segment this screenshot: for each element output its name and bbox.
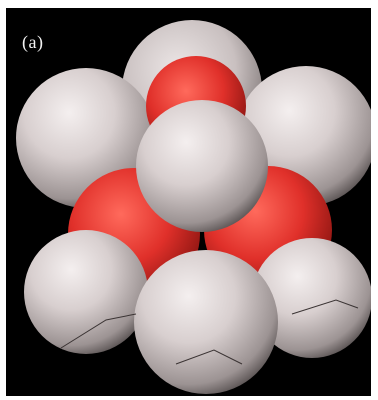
bond-line-right (291, 299, 359, 315)
bond-line-left (60, 313, 137, 349)
hydrogen-atom-bottom (134, 250, 278, 394)
bond-line-bottom (175, 349, 243, 365)
hydrogen-atom-center (136, 100, 268, 232)
hydrogen-atom-lower-left (24, 230, 148, 354)
figure-panel: (a) (6, 8, 371, 396)
hydrogen-atom-lower-right (252, 238, 371, 358)
space-filling-molecule-model (16, 20, 371, 394)
panel-label: (a) (22, 32, 44, 52)
